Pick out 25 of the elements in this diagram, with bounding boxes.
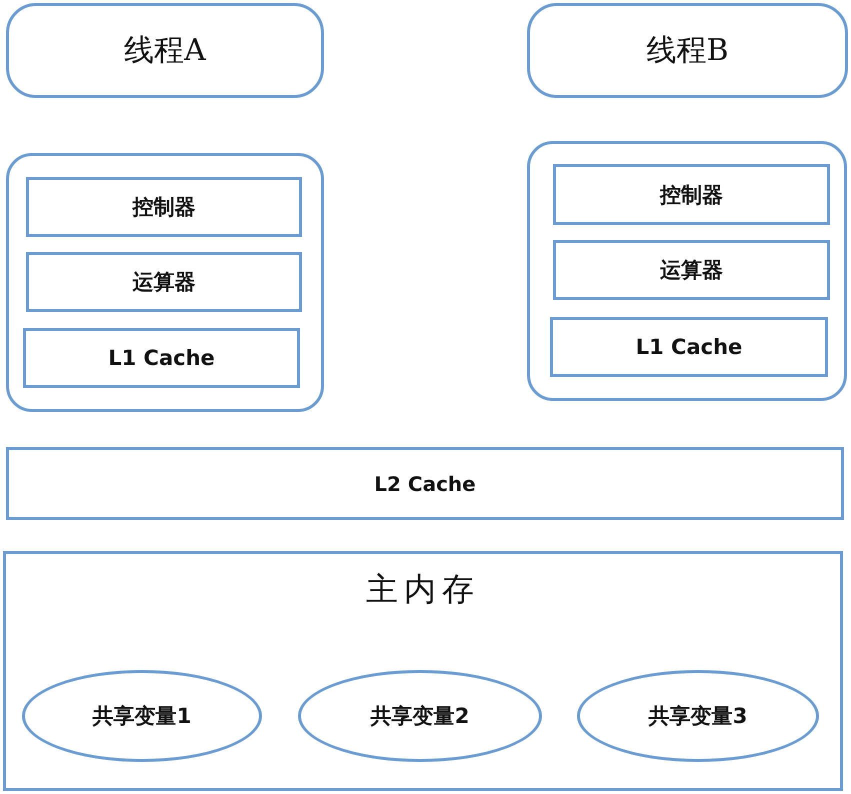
box-label: 共享变量2 — [370, 703, 470, 730]
unit-box — [553, 240, 830, 300]
unit-box — [26, 252, 302, 312]
box-label: 线程B — [646, 32, 729, 70]
unit-box — [23, 328, 300, 388]
unit-box — [550, 317, 828, 377]
core-box — [527, 141, 847, 401]
box-label: 主内存 — [366, 569, 480, 610]
thread-box — [527, 3, 848, 98]
box-label: 控制器 — [660, 182, 723, 208]
memory-box — [3, 551, 843, 791]
box-label: 线程A — [124, 32, 206, 70]
box-label: 共享变量1 — [92, 703, 192, 730]
unit-box — [553, 164, 830, 225]
core-box — [6, 153, 324, 412]
box-label: 共享变量3 — [648, 703, 748, 730]
box-label: 运算器 — [132, 269, 196, 296]
cache-bar — [6, 447, 844, 520]
box-label: 控制器 — [132, 194, 196, 221]
box-label: L1 Cache — [636, 335, 742, 359]
thread-box — [6, 3, 324, 98]
unit-box — [26, 177, 302, 237]
box-label: L2 Cache — [374, 472, 476, 496]
box-label: L1 Cache — [108, 346, 215, 370]
box-label: 运算器 — [660, 257, 723, 284]
